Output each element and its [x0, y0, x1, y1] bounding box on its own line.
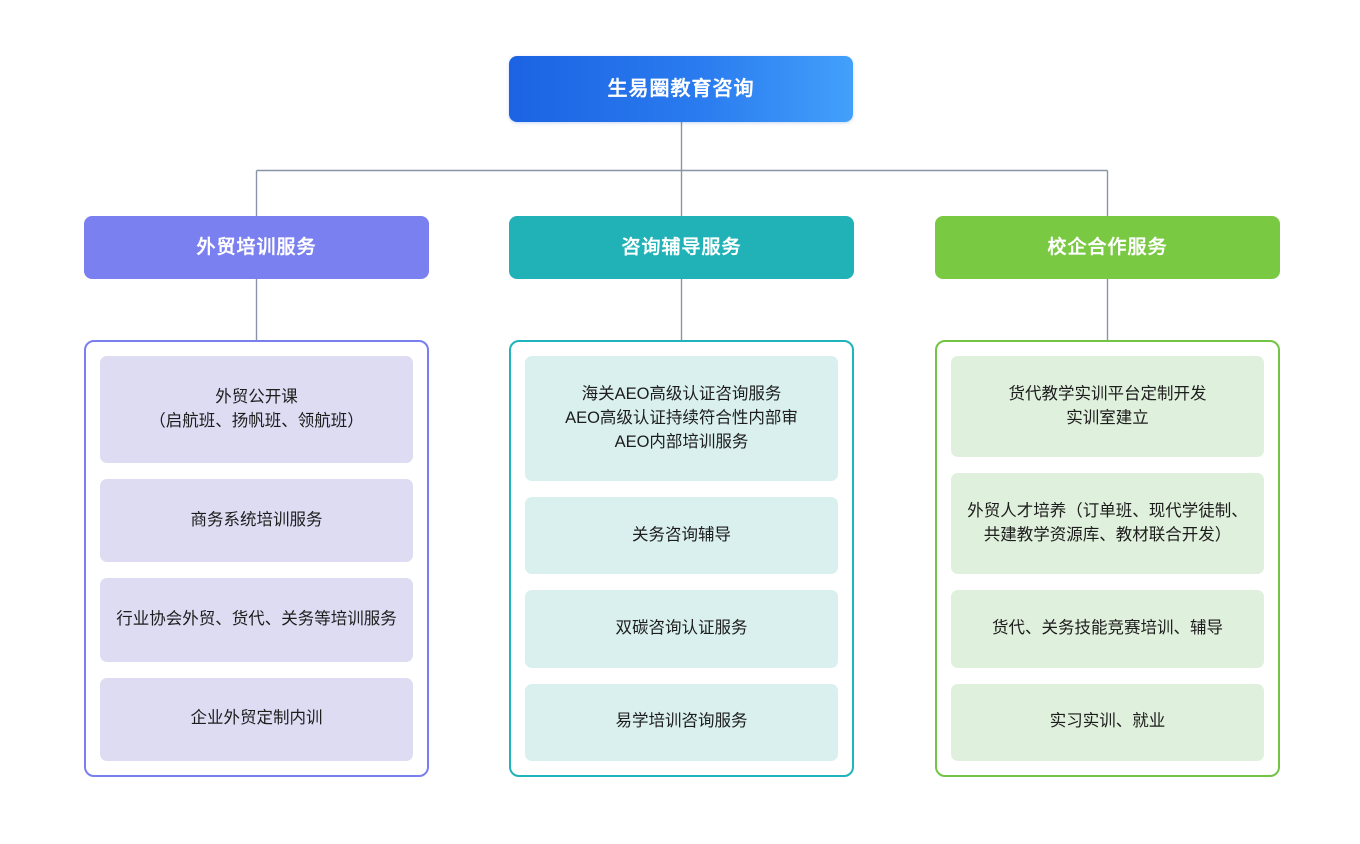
leaf-label: 货代教学实训平台定制开发实训室建立 — [1008, 384, 1207, 427]
root-node[interactable]: 生易圈教育咨询 — [509, 56, 853, 122]
leaf-label: 行业协会外贸、货代、关务等培训服务 — [116, 610, 397, 629]
branch-column-3: 校企合作服务 货代教学实训平台定制开发实训室建立 外贸人才培养（订单班、现代学徒… — [935, 216, 1280, 777]
leaf-item[interactable]: 货代、关务技能竞赛培训、辅导 — [951, 590, 1264, 668]
leaf-label: 外贸公开课（启航班、扬帆班、领航班） — [149, 387, 364, 430]
leaf-item[interactable]: 企业外贸定制内训 — [100, 677, 413, 761]
leaf-item[interactable]: 双碳咨询认证服务 — [525, 590, 838, 668]
leaf-label: 双碳咨询认证服务 — [615, 619, 748, 638]
leaf-item[interactable]: 商务系统培训服务 — [100, 479, 413, 563]
branch-header-label-2: 咨询辅导服务 — [621, 237, 742, 258]
branch-body-1: 外贸公开课（启航班、扬帆班、领航班） 商务系统培训服务 行业协会外贸、货代、关务… — [84, 340, 429, 777]
branch-column-1: 外贸培训服务 外贸公开课（启航班、扬帆班、领航班） 商务系统培训服务 行业协会外… — [84, 216, 429, 777]
branch-body-3: 货代教学实训平台定制开发实训室建立 外贸人才培养（订单班、现代学徒制、共建教学资… — [935, 340, 1280, 777]
leaf-label: 企业外贸定制内训 — [190, 709, 323, 728]
leaf-item[interactable]: 关务咨询辅导 — [525, 497, 838, 575]
branch-header-label-3: 校企合作服务 — [1047, 237, 1168, 258]
branch-header-3[interactable]: 校企合作服务 — [935, 216, 1280, 279]
leaf-label: 关务咨询辅导 — [632, 525, 731, 544]
root-node-label: 生易圈教育咨询 — [607, 78, 755, 100]
leaf-label: 外贸人才培养（订单班、现代学徒制、共建教学资源库、教材联合开发） — [967, 501, 1248, 544]
leaf-item[interactable]: 外贸公开课（启航班、扬帆班、领航班） — [100, 356, 413, 464]
leaf-item[interactable]: 实习实训、就业 — [951, 683, 1264, 762]
leaf-label: 商务系统培训服务 — [190, 510, 323, 529]
branch-header-1[interactable]: 外贸培训服务 — [84, 216, 429, 279]
leaf-label: 货代、关务技能竞赛培训、辅导 — [992, 619, 1223, 638]
branch-header-2[interactable]: 咨询辅导服务 — [509, 216, 854, 279]
leaf-item[interactable]: 外贸人才培养（订单班、现代学徒制、共建教学资源库、教材联合开发） — [951, 473, 1264, 575]
leaf-item[interactable]: 货代教学实训平台定制开发实训室建立 — [951, 356, 1264, 458]
branch-header-label-1: 外贸培训服务 — [196, 237, 317, 258]
leaf-label: 易学培训咨询服务 — [615, 712, 748, 731]
leaf-label: 实习实训、就业 — [1049, 712, 1166, 731]
leaf-item[interactable]: 行业协会外贸、货代、关务等培训服务 — [100, 578, 413, 662]
leaf-item[interactable]: 易学培训咨询服务 — [525, 683, 838, 762]
